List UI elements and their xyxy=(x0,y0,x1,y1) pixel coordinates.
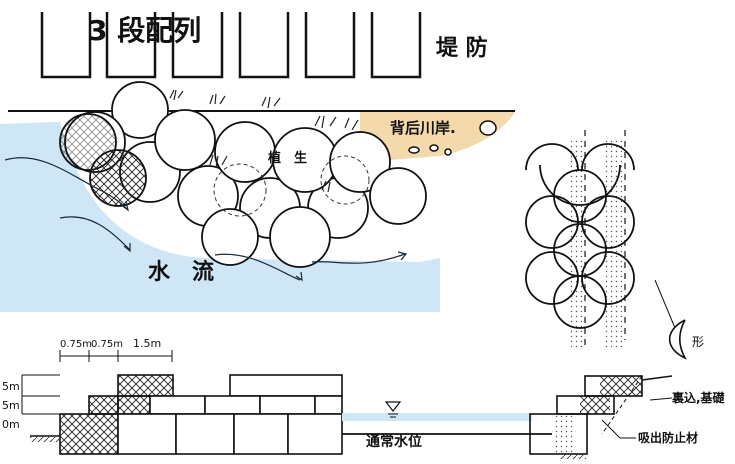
height-label-1: 5m xyxy=(2,380,20,393)
water-level-label: 通常水位 xyxy=(366,433,422,450)
water-level-marker xyxy=(342,401,552,435)
bank-label: 背后川岸. xyxy=(390,119,456,137)
shape-label: 形 xyxy=(692,335,704,349)
width-label-2: 0.75m xyxy=(91,339,123,350)
front-view xyxy=(525,130,635,350)
ground-hatch-left xyxy=(30,436,60,442)
diagram-title: 3 段配列 xyxy=(88,14,201,47)
shape-marker xyxy=(654,279,687,360)
stream-label: 水 流 xyxy=(148,259,214,285)
bank-area xyxy=(360,112,515,160)
flow-arrows xyxy=(4,157,408,282)
vegetation-marks xyxy=(169,89,359,193)
dimension-lines xyxy=(21,350,173,415)
block-elevation xyxy=(59,374,343,455)
height-label-3: 0m xyxy=(2,418,20,431)
levee-label: 堤 防 xyxy=(436,36,488,61)
backfill-label: 裏込,基礎 xyxy=(671,390,726,405)
width-label-1: 0.75m xyxy=(60,339,92,350)
dashed-inner-lines xyxy=(213,155,370,217)
section-view xyxy=(529,375,673,459)
water-area-upper xyxy=(0,122,60,300)
width-label-3: 1.5m xyxy=(133,337,161,350)
stones xyxy=(408,120,497,156)
water-area xyxy=(0,122,440,312)
levee-frames xyxy=(40,12,422,79)
anti-suction-label: 吸出防止材 xyxy=(638,430,698,445)
vegetation-label: 植 生 xyxy=(267,150,307,166)
height-label-2: 5m xyxy=(2,399,20,412)
